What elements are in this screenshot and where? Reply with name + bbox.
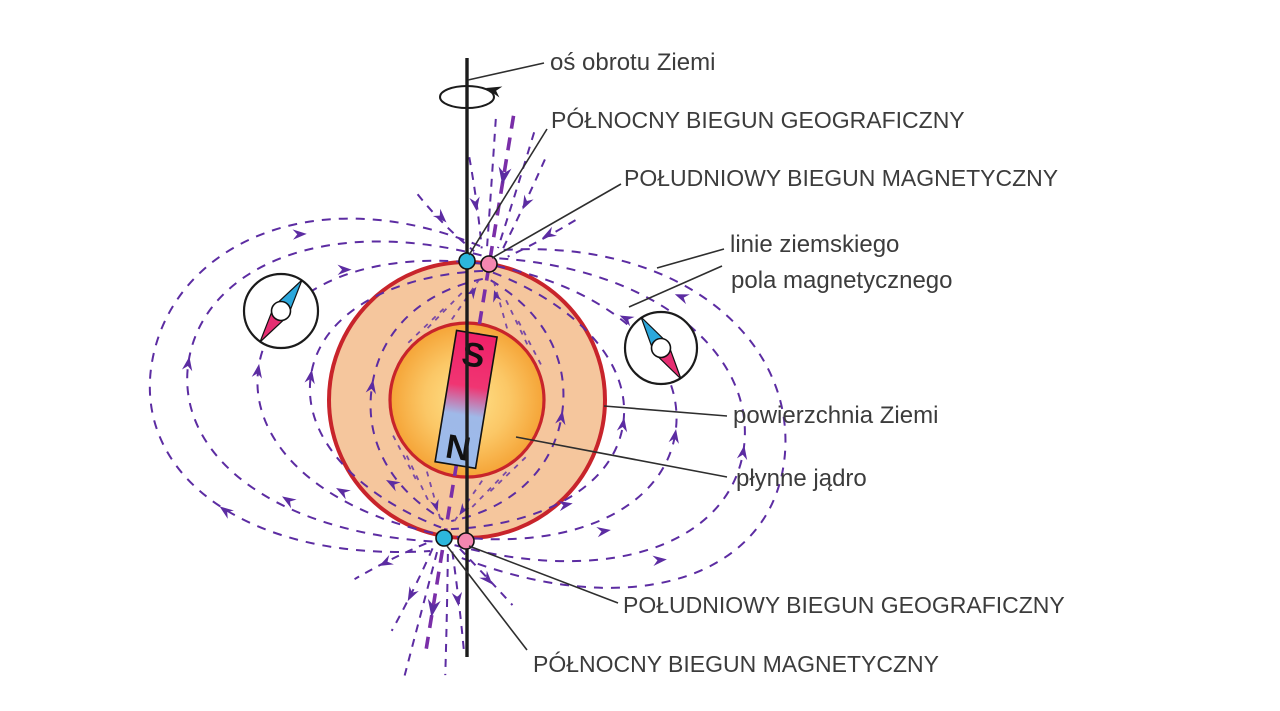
rotation-arrow-ellipse [439,85,495,109]
label-geo-south-pole: POŁUDNIOWY BIEGUN GEOGRAFICZNY [623,592,1065,618]
field-line [416,193,475,252]
compass-pivot [270,300,292,322]
leader-line [603,405,728,417]
field-line [504,298,529,345]
mag-south-pole-dot [480,255,498,273]
field-line [459,548,514,606]
label-geo-north-pole: PÓŁNOCNY BIEGUN GEOGRAFICZNY [551,107,965,133]
leader-line [468,128,548,256]
field-line [426,471,442,520]
field-line [444,553,449,676]
field-line [451,279,565,523]
field-line [486,118,497,247]
leader-line [515,436,728,478]
label-rotation-axis: oś obrotu Ziemi [550,49,715,76]
label-liquid-core: płynne jądro [736,465,867,492]
leader-line [491,183,622,259]
field-line [256,259,483,536]
compass-pivot [650,337,672,359]
field-line [492,280,508,329]
geo-north-pole-dot [458,252,476,270]
field-line [497,132,536,249]
field-line [392,435,417,481]
field-line [390,547,434,632]
geo-south-pole-dot [457,532,475,550]
field-line [426,291,464,329]
label-earth-surface: powierzchnia Ziemi [733,402,938,429]
leader-line [656,248,725,269]
field-line [149,217,481,553]
label-mag-north-pole: PÓŁNOCNY BIEGUN MAGNETYCZNY [533,651,939,677]
field-line [470,471,508,509]
field-line [405,455,430,502]
leader-line [628,265,723,308]
label-field-lines-2: pola magnetycznego [731,267,952,294]
leader-line [467,62,545,81]
leader-line [446,545,528,651]
field-line [507,219,577,258]
field-line [354,542,427,581]
field-line [517,319,542,365]
mag-north-pole-dot [435,529,453,547]
field-lines-group: S N [149,115,787,676]
field-line [403,551,438,676]
compass-left [242,272,320,350]
field-line [407,307,445,344]
field-line [451,264,678,541]
leader-line [468,545,619,604]
field-line [453,248,787,589]
compass-right [623,310,699,386]
label-mag-south-pole: POŁUDNIOWY BIEGUN MAGNETYCZNY [624,165,1058,191]
label-field-lines-1: linie ziemskiego [730,231,899,258]
field-line [369,277,483,521]
field-line [489,456,527,493]
